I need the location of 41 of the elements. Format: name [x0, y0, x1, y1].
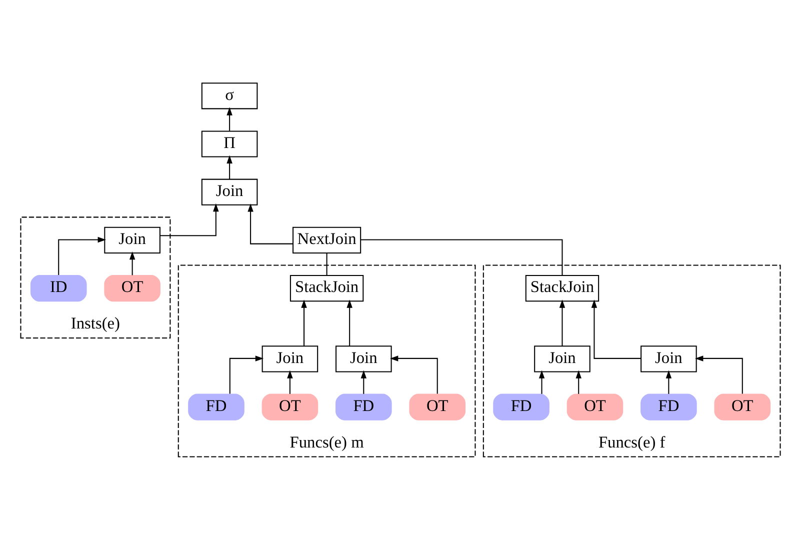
- node-box: FD: [493, 394, 550, 420]
- node-box: Join: [201, 178, 258, 206]
- node-box: Join: [104, 226, 160, 254]
- arrow: [160, 203, 219, 236]
- node-box: OT: [409, 394, 466, 420]
- arrow: [301, 300, 307, 346]
- arrow: [287, 370, 293, 394]
- arrow: [559, 300, 566, 346]
- node-box: OT: [104, 275, 160, 302]
- node-box: OT: [262, 394, 318, 420]
- arrow: [666, 370, 672, 394]
- arrow: [129, 251, 136, 276]
- node-box: Join: [336, 346, 392, 372]
- node-box: OT: [714, 394, 771, 420]
- node-box: Join: [640, 346, 697, 372]
- arrow: [390, 356, 438, 394]
- arrow: [591, 300, 641, 359]
- connector: [326, 253, 328, 276]
- arrow: [538, 370, 545, 394]
- arrow: [346, 300, 352, 346]
- connector: [361, 239, 563, 276]
- arrow: [248, 204, 293, 244]
- node-box: FD: [336, 394, 392, 420]
- arrow: [360, 370, 367, 394]
- node-box: Join: [534, 346, 590, 372]
- node-box: ID: [30, 275, 87, 302]
- node-box: FD: [640, 394, 697, 420]
- node-box: OT: [566, 394, 624, 420]
- arrow: [229, 356, 264, 394]
- node-box: Π: [201, 130, 258, 158]
- node-box: FD: [188, 394, 244, 420]
- node-box: σ: [201, 82, 258, 110]
- node-box: StackJoin: [290, 275, 364, 302]
- node-box: NextJoin: [292, 226, 362, 254]
- arrow: [695, 356, 743, 394]
- arrow: [226, 107, 232, 131]
- node-box: StackJoin: [525, 275, 600, 302]
- node-box: Join: [262, 346, 318, 372]
- arrow: [58, 236, 106, 276]
- arrow: [226, 155, 232, 179]
- arrow: [576, 370, 582, 394]
